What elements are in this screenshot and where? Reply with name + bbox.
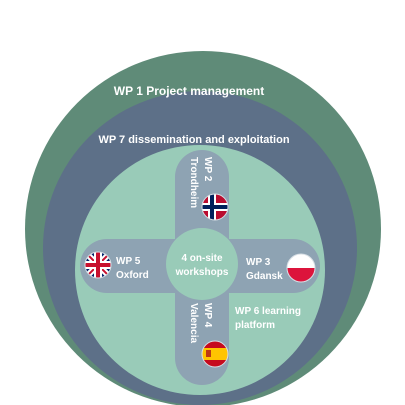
- center-label-line2: workshops: [175, 267, 229, 278]
- center-label-line1: 4 on-site: [181, 253, 223, 264]
- wp3-label-line2: Gdansk: [246, 271, 283, 282]
- wp6-label-line2: platform: [235, 320, 275, 331]
- wp2-label-line2: Trondheim: [188, 157, 199, 208]
- wp6-label-line1: WP 6 learning: [235, 306, 301, 317]
- norway-flag-icon: [201, 193, 229, 221]
- wp4-label-line2: Valencia: [188, 303, 199, 343]
- spain-flag-icon: [201, 340, 229, 368]
- wp7-label: WP 7 dissemination and exploitation: [98, 134, 289, 146]
- wp2-label: WP 2 Trondheim: [188, 157, 213, 208]
- wp2-label-line1: WP 2: [202, 157, 213, 182]
- wp5-label-line2: Oxford: [116, 270, 149, 281]
- center-circle: [166, 228, 238, 300]
- wp3-label-line1: WP 3: [246, 257, 271, 268]
- wp4-label: WP 4 Valencia: [188, 303, 213, 343]
- wp4-label-line1: WP 4: [202, 303, 213, 328]
- wp5-label-line1: WP 5: [116, 256, 141, 267]
- wp1-label: WP 1 Project management: [114, 84, 265, 98]
- poland-flag-icon: [286, 253, 316, 283]
